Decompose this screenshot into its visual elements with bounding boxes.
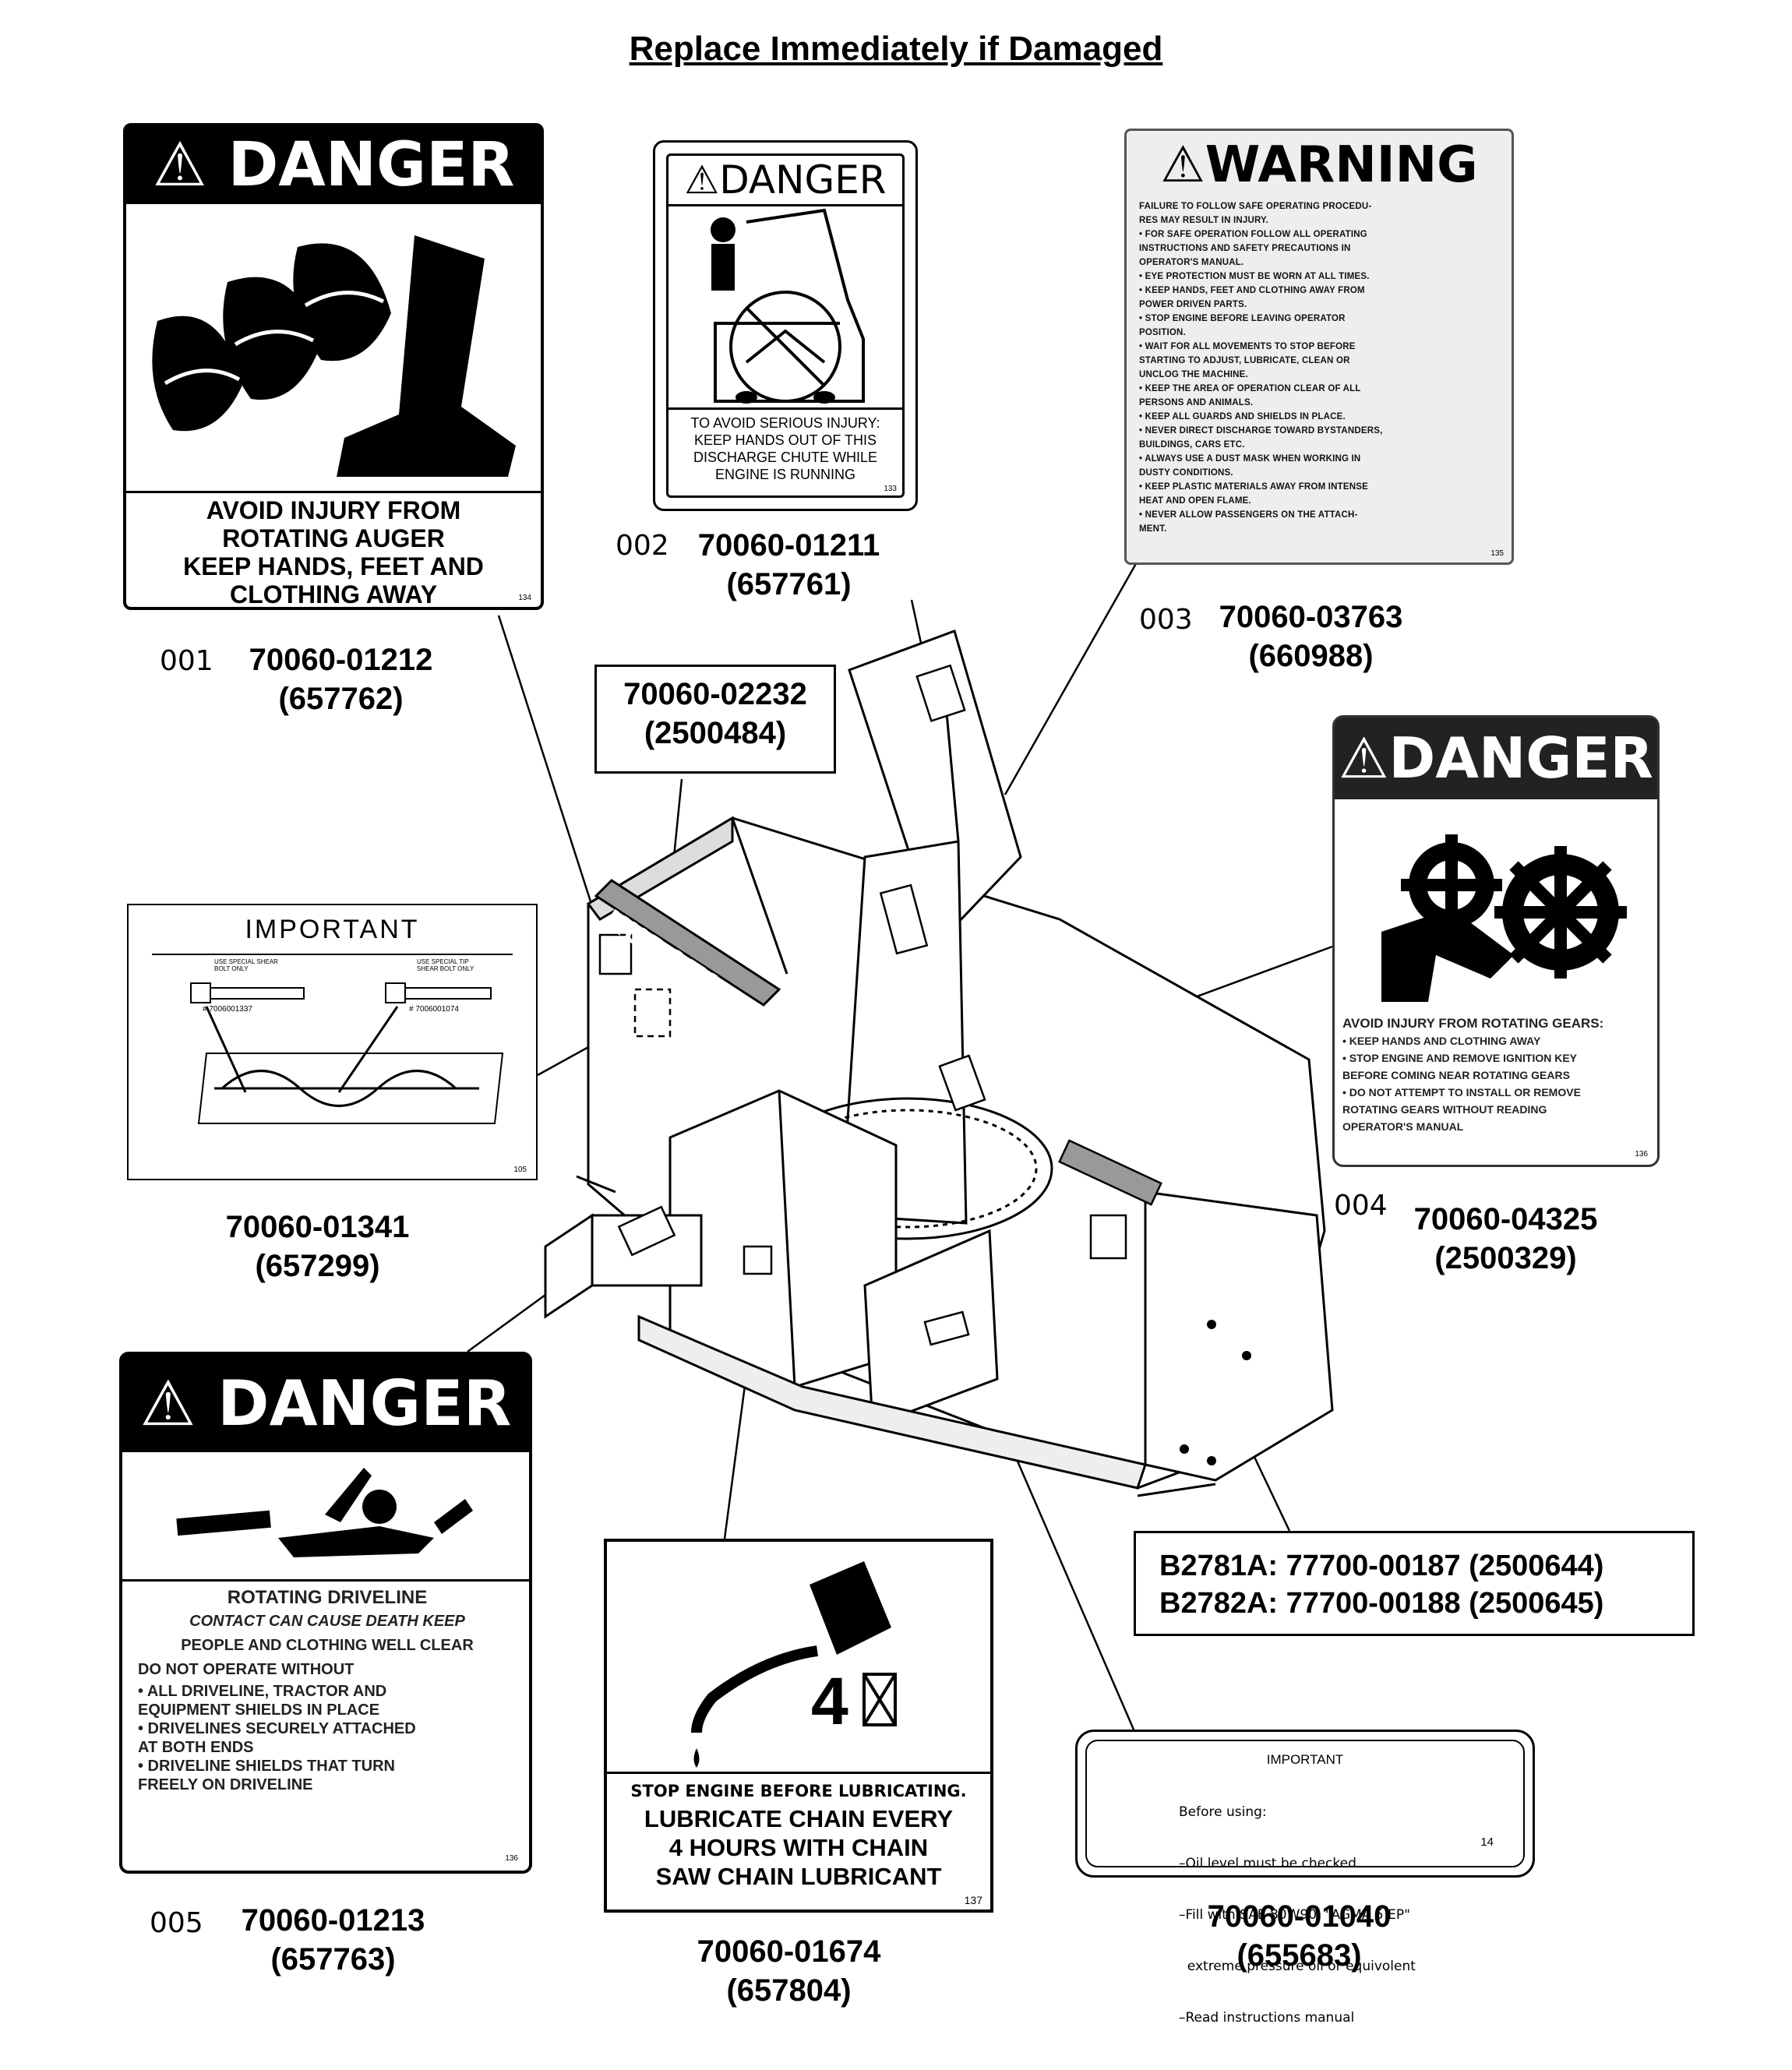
part-label-005: 70060-01213(657763)	[241, 1903, 425, 1977]
decal-005-danger-driveline: ⚠ DANGER ROTATING DRIVELINE CONTACT CAN …	[119, 1352, 532, 1874]
lube-code: 137	[964, 1894, 982, 1906]
item-number-002: 002	[616, 530, 669, 562]
entangled-person-icon	[176, 1468, 473, 1557]
lube-text: STOP ENGINE BEFORE LUBRICATING. LUBRICAT…	[630, 1782, 967, 1890]
decal-important-oil: IMPORTANT Before using: –Oil level must …	[1075, 1730, 1535, 2026]
decal-004-text: AVOID INJURY FROM ROTATING GEARS: • KEEP…	[1342, 1016, 1604, 1133]
decal-spot-model	[1089, 1214, 1127, 1260]
decal-001-header: ⚠ DANGER	[126, 126, 541, 204]
decal-spot-002	[915, 664, 966, 722]
decal-002-danger-chute: ⚠DANGER TO AVOID SERIOUS INJURY: KEEP HA…	[653, 140, 918, 511]
bolt-number-2: # 7006001074	[409, 1005, 459, 1014]
decal-001-text: AVOID INJURY FROM ROTATING AUGER KEEP HA…	[183, 496, 484, 608]
lube-interval-number: 4	[811, 1664, 848, 1739]
tip-shear-bolt-note: USE SPECIAL TIP SHEAR BOLT ONLY	[417, 958, 474, 972]
decal-004-header: ⚠DANGER	[1335, 718, 1657, 799]
item-number-001: 001	[160, 645, 213, 677]
shear-bolt-note: USE SPECIAL SHEAR BOLT ONLY	[214, 958, 278, 972]
part-label-01040: 70060-01040(655683)	[1207, 1899, 1392, 1973]
part-label-02232: 70060-02232(2500484)	[594, 665, 836, 774]
part-label-002: 70060-01211(657761)	[697, 528, 880, 601]
decal-spot-001	[598, 933, 633, 975]
decal-lubricate-chain: 4 STOP ENGINE BEFORE LUBRICATING. LUBRIC…	[604, 1539, 993, 1913]
decal-005-text: ROTATING DRIVELINE CONTACT CAN CAUSE DEA…	[138, 1587, 474, 1793]
model-line-1: B2781A: 77700-00187 (2500644)	[1159, 1550, 1604, 1582]
rotating-gears-icon	[1381, 834, 1627, 1002]
decal-003-warning: ⚠WARNING FAILURE TO FOLLOW SAFE OPERATIN…	[1124, 129, 1514, 565]
bolt-number-1: # 7006001337	[203, 1005, 252, 1014]
decal-001-code: 134	[518, 594, 531, 602]
decal-004-danger-gears: ⚠DANGER AVOID INJURY FROM ROTATING GEARS…	[1332, 715, 1660, 1167]
important2-title: IMPORTANT	[1266, 1752, 1344, 1767]
leader-line-003	[1004, 560, 1139, 795]
important1-code: 105	[513, 1165, 527, 1174]
decal-002-header: ⚠DANGER	[668, 156, 902, 206]
part-label-001: 70060-01212(657762)	[249, 643, 433, 716]
important2-code: 14	[1480, 1835, 1494, 1849]
item-number-004: 004	[1334, 1190, 1388, 1222]
decal-important-shear-bolt: IMPORTANT USE SPECIAL SHEAR BOLT ONLY US…	[127, 904, 538, 1180]
decal-003-code: 135	[1490, 549, 1504, 558]
item-number-005: 005	[150, 1907, 203, 1939]
auger-bolt-diagram	[190, 982, 504, 1124]
important-title: IMPORTANT	[245, 915, 420, 944]
decal-002-code: 133	[884, 485, 897, 493]
hand-in-chute-icon	[711, 208, 865, 404]
oil-can-icon	[691, 1561, 897, 1768]
decal-spot-005	[617, 1205, 676, 1257]
decal-001-danger-auger: ⚠ DANGER AVOID INJURY FROM ROTATING AUGE…	[123, 123, 544, 610]
decal-spot-01674	[743, 1245, 773, 1275]
decal-003-text: FAILURE TO FOLLOW SAFE OPERATING PROCEDU…	[1139, 202, 1383, 534]
decal-002-text: TO AVOID SERIOUS INJURY: KEEP HANDS OUT …	[668, 407, 902, 495]
model-part-box: B2781A: 77700-00187 (2500644) B2782A: 77…	[1134, 1531, 1695, 1636]
decal-005-header: ⚠ DANGER	[122, 1355, 529, 1452]
page-title: Replace Immediately if Damaged	[629, 30, 1163, 68]
decal-spot-004	[938, 1054, 986, 1112]
part-label-003: 70060-03763(660988)	[1219, 600, 1403, 673]
item-number-003: 003	[1139, 604, 1193, 636]
part-label-01341: 70060-01341(657299)	[225, 1210, 410, 1283]
leader-line-001	[497, 615, 605, 943]
decal-005-code: 136	[505, 1854, 518, 1863]
part-label-01674: 70060-01674(657804)	[697, 1934, 881, 2008]
rotating-auger-icon	[126, 204, 541, 485]
model-line-2: B2782A: 77700-00188 (2500645)	[1159, 1587, 1604, 1620]
decal-003-header: ⚠WARNING	[1160, 136, 1478, 194]
important2-text: Before using: –Oil level must be checked…	[1179, 1804, 1416, 2026]
decal-spot-01040	[923, 1310, 970, 1346]
part-label-004: 70060-04325(2500329)	[1413, 1202, 1598, 1275]
decal-004-code: 136	[1635, 1150, 1648, 1158]
